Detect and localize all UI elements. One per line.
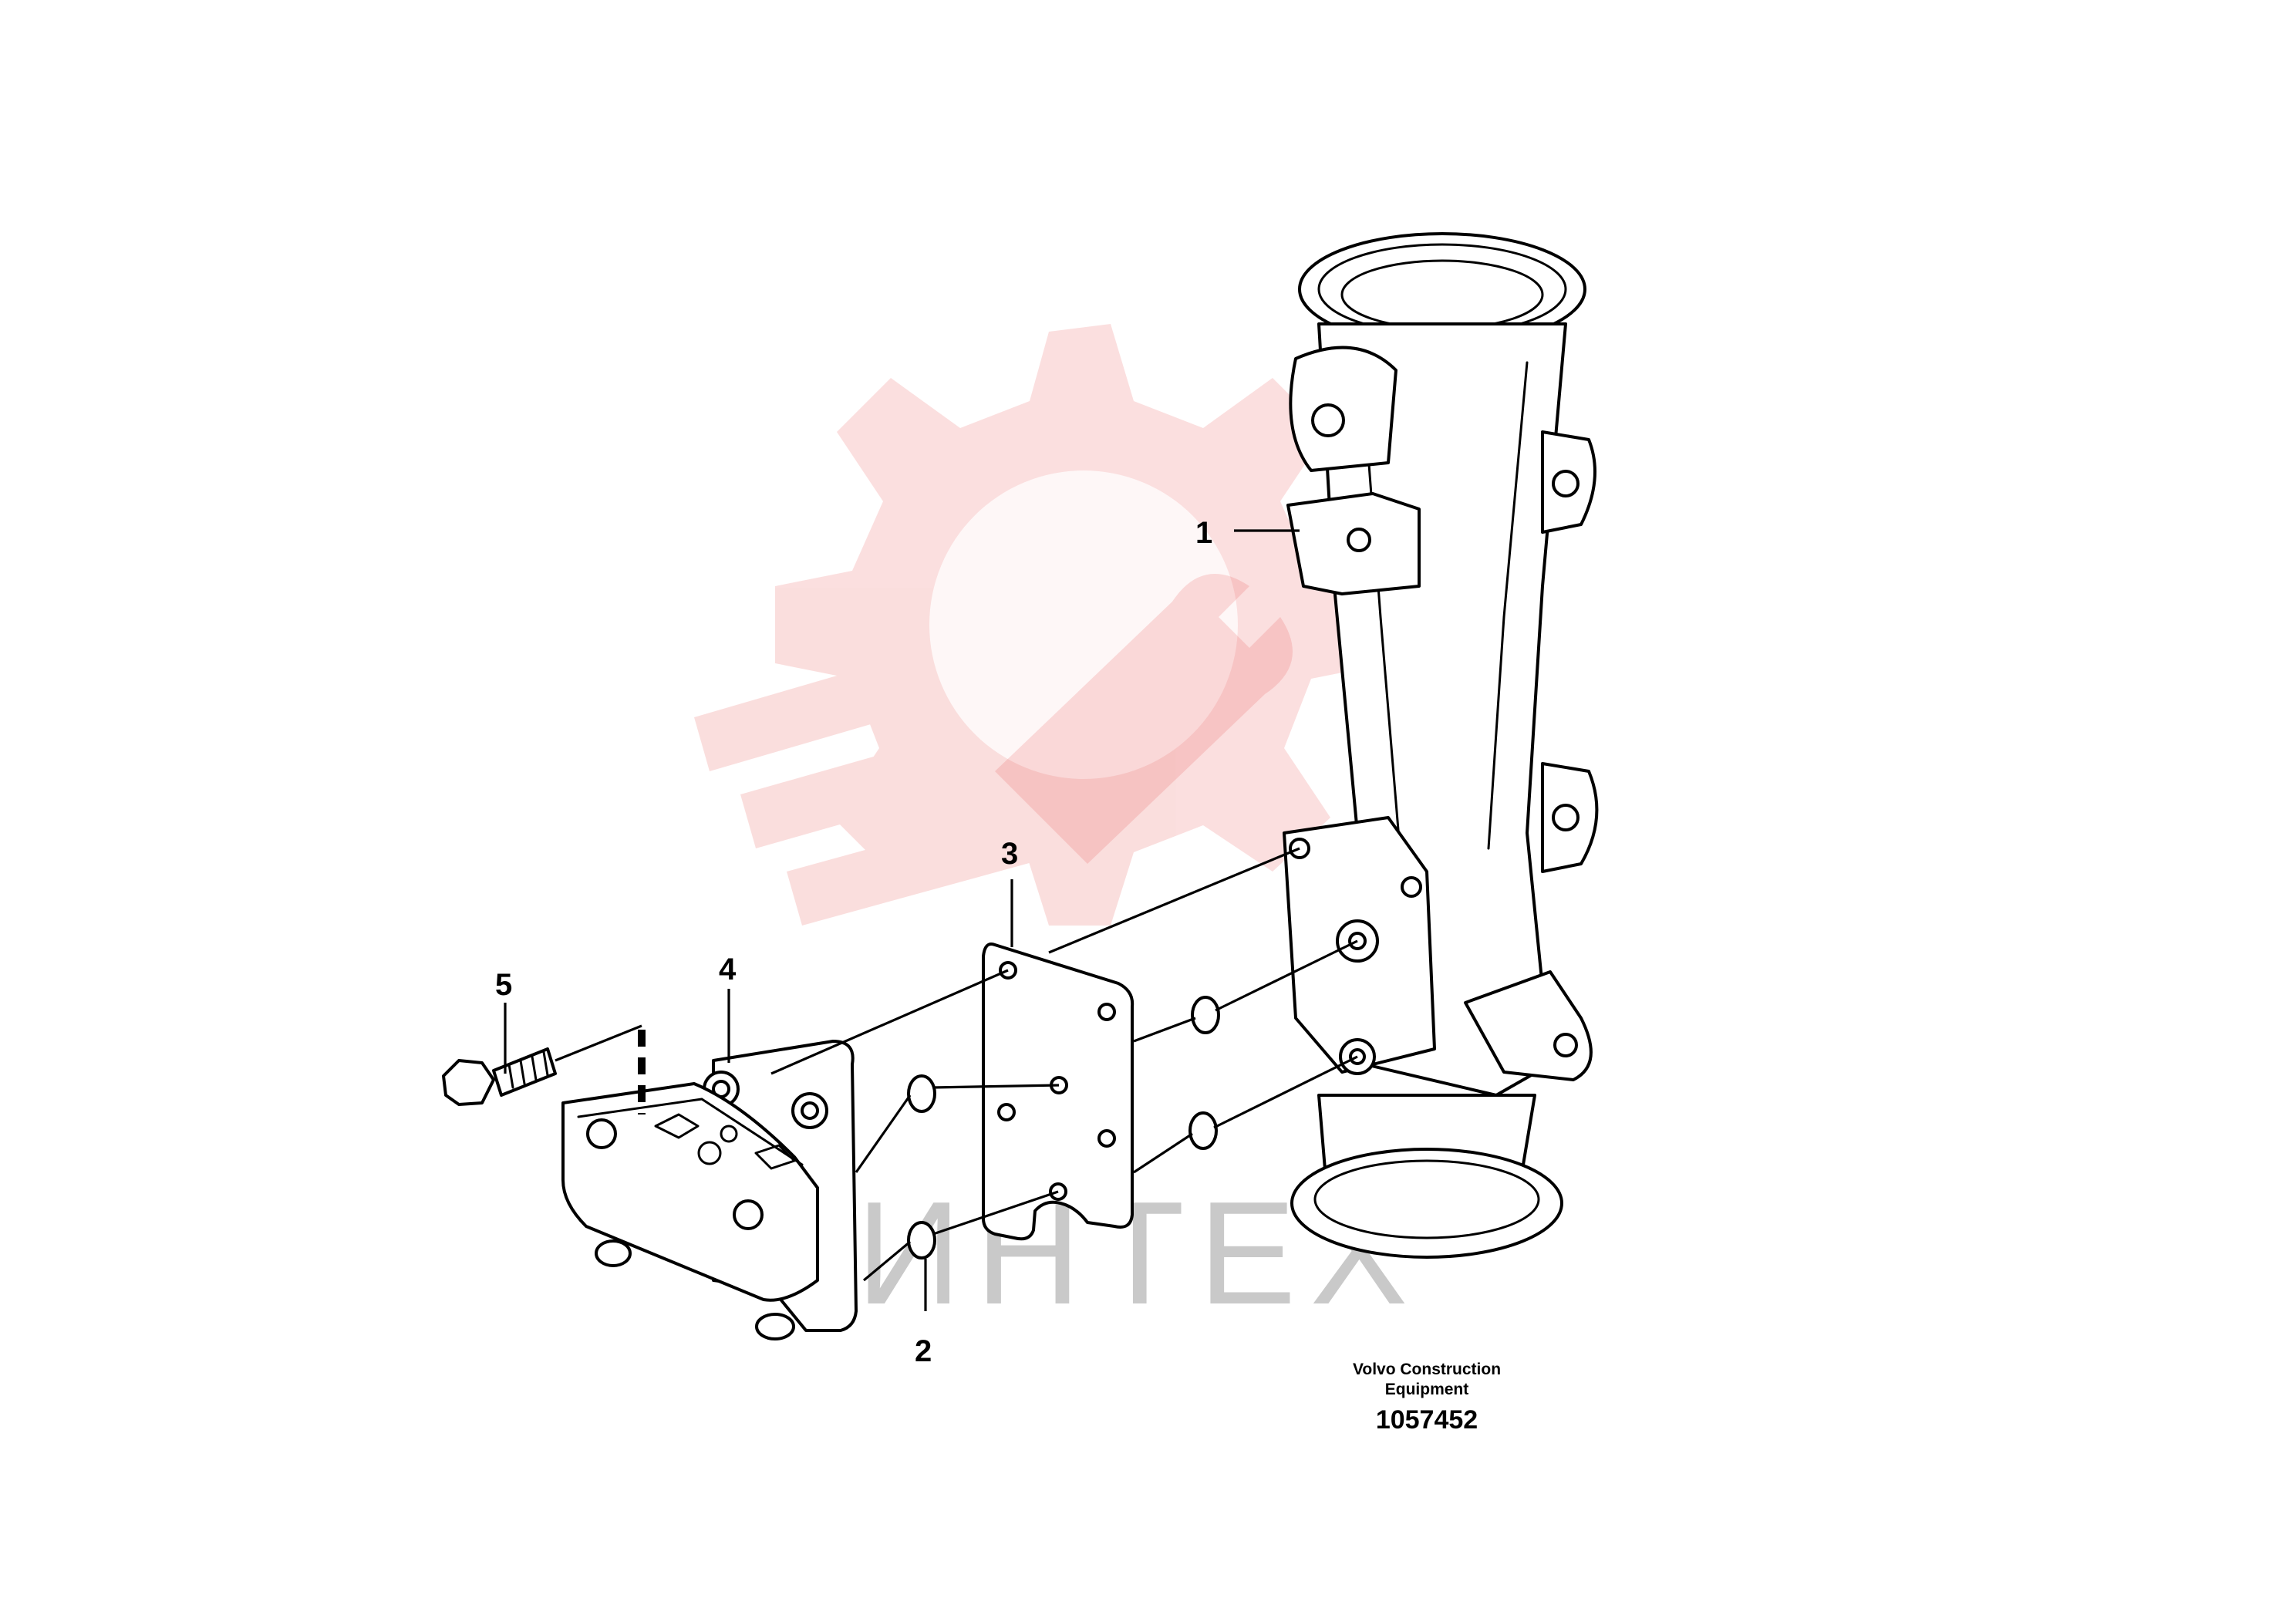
watermark-gear-hole [929,470,1238,779]
caption-part-number: 1057452 [1376,1405,1478,1435]
callout-5: 5 [495,968,512,1002]
callout-4: 4 [719,953,737,986]
explode-lines [555,847,1358,1282]
callout-2: 2 [915,1334,932,1368]
caption-company: Volvo Construction [1353,1361,1501,1378]
part-1-housing [1283,232,1599,1259]
part-4-bracket [561,1040,858,1340]
watermark-wrench-icon [995,574,1293,864]
callout-1: 1 [1195,516,1212,550]
part-2-o-rings [907,996,1220,1259]
part-3-gasket [982,943,1135,1241]
caption: Volvo Construction Equipment 1057452 [1353,1361,1501,1435]
caption-company-line2: Equipment [1385,1381,1469,1398]
callout-leaders [504,529,1300,1311]
callout-3: 3 [1001,837,1018,871]
part-5-bolt [442,1047,557,1106]
